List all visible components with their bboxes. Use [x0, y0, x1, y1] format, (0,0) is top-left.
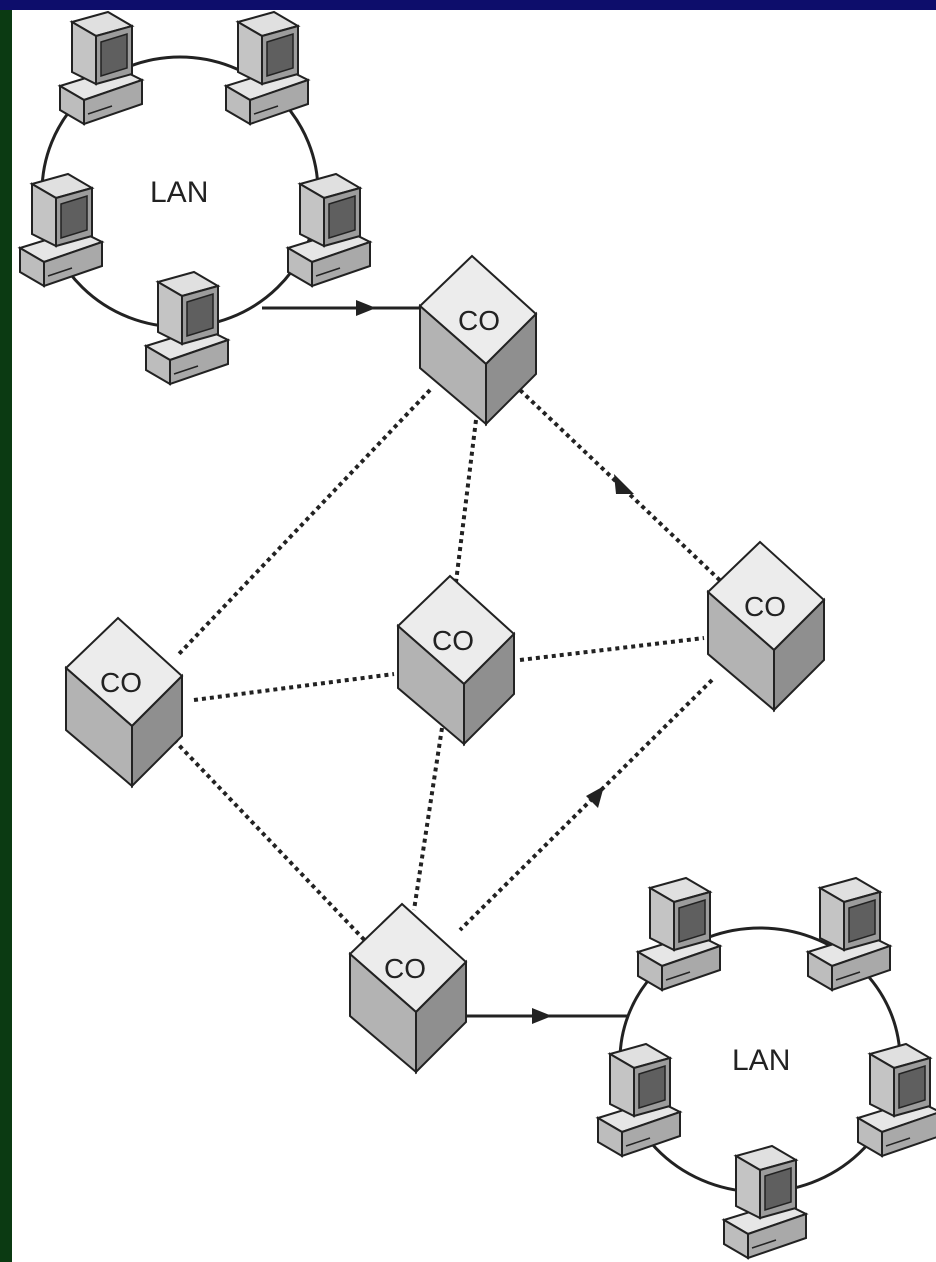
central-office-label-right: CO	[744, 591, 786, 622]
central-office-center	[398, 576, 514, 744]
central-office-label-left: CO	[100, 667, 142, 698]
workstation-bottom-2	[808, 878, 890, 990]
link-top-left	[178, 390, 430, 655]
central-office-right	[708, 542, 824, 710]
workstation-top-5	[146, 272, 228, 384]
workstation-top-4	[288, 174, 370, 286]
link-center-right	[520, 638, 704, 660]
central-office-label-top: CO	[458, 305, 500, 336]
workstation-top-1	[60, 12, 142, 124]
workstation-top-3	[20, 174, 102, 286]
lan-downlink-arrow	[532, 1008, 552, 1024]
workstation-bottom-5	[724, 1146, 806, 1258]
workstation-bottom-4	[858, 1044, 936, 1156]
central-office-top	[420, 256, 536, 424]
link-left-bottom	[174, 740, 372, 948]
link-top-center	[456, 420, 476, 582]
link-center-bottom	[414, 728, 442, 910]
route-arrow-right	[614, 474, 634, 494]
workstation-top-2	[226, 12, 308, 124]
lan-label-bottom: LAN	[732, 1044, 790, 1077]
link-left-center	[194, 674, 394, 700]
workstation-bottom-1	[638, 878, 720, 990]
central-office-label-bottom: CO	[384, 953, 426, 984]
central-office-left	[66, 618, 182, 786]
lan-label-top: LAN	[150, 176, 208, 209]
lan-uplink-arrow	[356, 300, 376, 316]
workstation-bottom-3	[598, 1044, 680, 1156]
route-arrow-down	[586, 786, 604, 808]
central-office-bottom	[350, 904, 466, 1072]
central-office-label-center: CO	[432, 625, 474, 656]
